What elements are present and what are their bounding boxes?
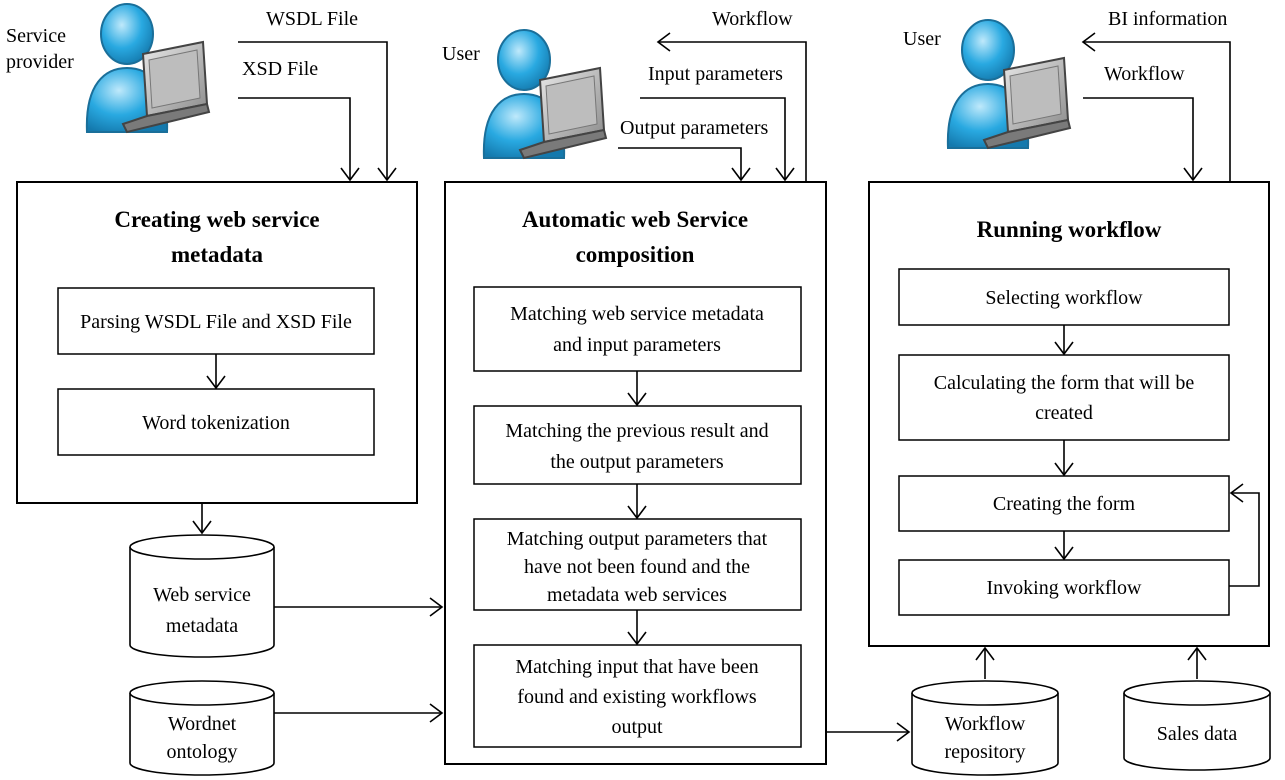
step-invoke-label: Invoking workflow bbox=[987, 577, 1143, 599]
store-workflow-repository bbox=[911, 680, 1059, 776]
arrowhead bbox=[1054, 546, 1074, 561]
step-invoking-workflow bbox=[898, 559, 1230, 616]
arrowhead bbox=[1081, 32, 1096, 52]
flow-input-params-label: Input parameters bbox=[648, 63, 783, 85]
store-wf-repo-label-2: repository bbox=[944, 741, 1025, 763]
user-label-composition: User bbox=[442, 43, 480, 65]
flow-xsd-label: XSD File bbox=[242, 58, 318, 80]
arrowhead bbox=[429, 597, 444, 617]
arrowhead bbox=[1183, 167, 1203, 182]
panel-creating-title-1: Creating web service bbox=[114, 207, 319, 232]
user-label-running: User bbox=[903, 28, 941, 50]
flow-workflow-out-label: Workflow bbox=[712, 8, 793, 30]
flow-workflow-in-arrow bbox=[1083, 97, 1194, 180]
arrowhead bbox=[975, 646, 995, 661]
step-calculating-form bbox=[898, 354, 1230, 441]
step-match-input-found bbox=[473, 644, 802, 748]
step-match2-label-2: the output parameters bbox=[550, 451, 723, 473]
step-match-previous-output bbox=[473, 405, 802, 485]
step-parsing-label: Parsing WSDL File and XSD File bbox=[80, 311, 352, 333]
step-match1-label-1: Matching web service metadata bbox=[510, 303, 764, 325]
step-creating-form bbox=[898, 475, 1230, 532]
step-match3-label-3: metadata web services bbox=[547, 584, 727, 606]
flow-xsd-arrow bbox=[238, 97, 351, 180]
flow-output-params-arrow bbox=[618, 147, 742, 180]
store-sales-label: Sales data bbox=[1157, 723, 1238, 745]
service-provider-label-1: Service bbox=[6, 25, 66, 47]
store-sales-data bbox=[1123, 680, 1271, 771]
flow-workflow-out-arrow bbox=[658, 41, 807, 182]
flow-workflow-in-label: Workflow bbox=[1104, 63, 1185, 85]
arrowhead bbox=[340, 167, 360, 182]
arrowhead bbox=[896, 722, 911, 742]
flow-wsdl-label: WSDL File bbox=[266, 8, 358, 30]
step-match3-label-1: Matching output parameters that bbox=[507, 528, 768, 550]
step-match4-label-2: found and existing workflows bbox=[517, 686, 757, 708]
arrowhead bbox=[377, 167, 397, 182]
arrowhead bbox=[192, 520, 212, 535]
panel-composition-title-1: Automatic web Service bbox=[522, 207, 748, 232]
arrowhead bbox=[429, 703, 444, 723]
arrowhead bbox=[627, 392, 647, 407]
service-provider-icon bbox=[85, 3, 210, 133]
step-tokenization-label: Word tokenization bbox=[142, 412, 290, 434]
flow-input-params-arrow bbox=[640, 97, 786, 180]
arrowhead bbox=[1054, 462, 1074, 477]
service-provider-label-2: provider bbox=[6, 51, 74, 73]
store-web-service-metadata bbox=[129, 534, 275, 658]
store-ws-meta-label-2: metadata bbox=[166, 615, 238, 637]
store-wordnet-ontology bbox=[129, 680, 275, 776]
store-ws-meta-label-1: Web service bbox=[153, 584, 251, 606]
flow-wsdl-arrow bbox=[238, 41, 388, 180]
step-match-output-not-found bbox=[473, 518, 802, 611]
step-match4-label-3: output bbox=[611, 716, 663, 738]
arrowhead bbox=[656, 32, 671, 52]
step-match3-label-2: have not been found and the bbox=[524, 556, 750, 578]
arrowhead bbox=[1054, 341, 1074, 356]
step-calc-label-1: Calculating the form that will be bbox=[934, 372, 1195, 394]
step-match4-label-1: Matching input that have been bbox=[515, 656, 758, 678]
step-match-metadata-input bbox=[473, 286, 802, 372]
user-icon-running bbox=[946, 19, 1071, 149]
flow-bi-info-label: BI information bbox=[1108, 8, 1227, 30]
panel-running-title: Running workflow bbox=[977, 217, 1162, 242]
store-wordnet-label-1: Wordnet bbox=[168, 713, 237, 735]
arrowhead bbox=[206, 375, 226, 390]
arrowhead bbox=[775, 167, 795, 182]
step-parsing bbox=[57, 287, 375, 355]
step-select-label: Selecting workflow bbox=[985, 287, 1143, 309]
loop-invoke-to-create bbox=[1229, 492, 1260, 587]
step-match1-label-2: and input parameters bbox=[553, 334, 721, 356]
store-wordnet-label-2: ontology bbox=[166, 741, 237, 763]
arrowhead bbox=[627, 505, 647, 520]
step-tokenization bbox=[57, 388, 375, 456]
panel-composition-title-2: composition bbox=[576, 242, 695, 267]
step-calc-label-2: created bbox=[1035, 402, 1093, 424]
store-wf-repo-label-1: Workflow bbox=[945, 713, 1026, 735]
arrowhead bbox=[1187, 646, 1207, 661]
arrowhead bbox=[627, 631, 647, 646]
arrowhead bbox=[731, 167, 751, 182]
panel-creating-title-2: metadata bbox=[171, 242, 263, 267]
arrowhead bbox=[1229, 483, 1244, 503]
step-create-label: Creating the form bbox=[993, 493, 1136, 515]
user-icon-composition bbox=[482, 29, 607, 159]
step-match2-label-1: Matching the previous result and bbox=[505, 420, 768, 442]
flow-bi-info-arrow bbox=[1083, 41, 1231, 182]
flow-output-params-label: Output parameters bbox=[620, 117, 768, 139]
